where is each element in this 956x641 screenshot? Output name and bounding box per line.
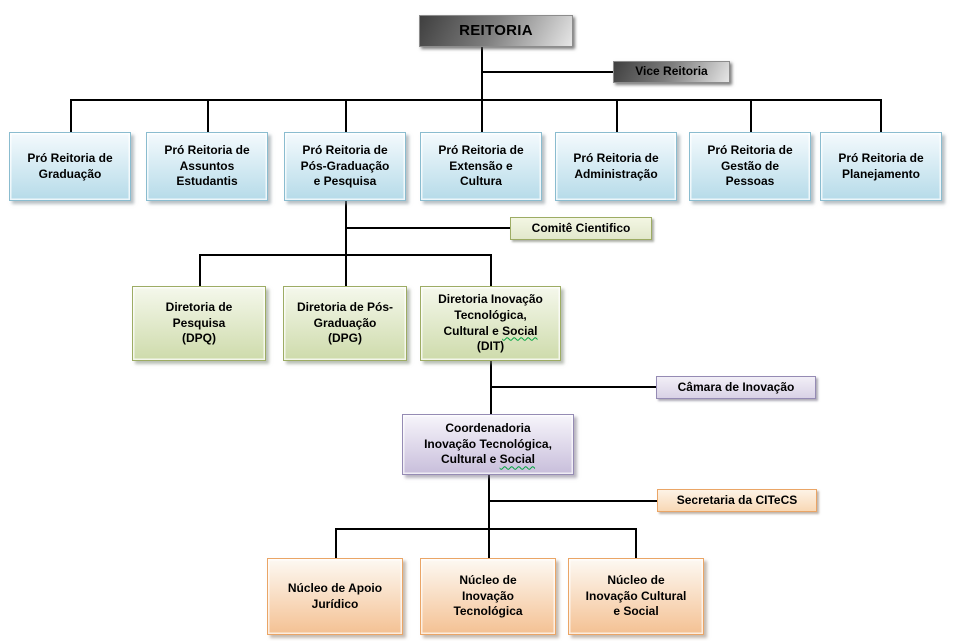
org-box-diretoria-pesquisa-dpq: Diretoria de Pesquisa (DPQ) [132,286,266,361]
connector-line [488,500,657,502]
connector-line [481,99,483,133]
org-box-label: Pró Reitoria de Planejamento [838,150,924,181]
connector-line [335,528,637,530]
org-box-label: Pró Reitoria de Graduação [27,150,113,181]
org-box-nucleo-apoio-juridico: Núcleo de Apoio Jurídico [267,558,403,635]
connector-line [490,386,656,388]
org-box-label: Diretoria de Pós- Graduação (DPG) [296,299,394,346]
connector-line [199,254,492,256]
org-box-label: Pró Reitoria de Pós-Graduação e Pesquisa [300,142,390,189]
spellcheck-squiggle-word: Social [499,452,536,467]
org-box-pro-reitoria-administracao: Pró Reitoria de Administração [555,132,677,201]
org-box-label: Núcleo de Inovação Tecnológica [453,572,523,619]
connector-line [750,99,752,133]
connector-line [207,99,209,133]
org-box-pro-reitoria-gestao-pessoas: Pró Reitoria de Gestão de Pessoas [689,132,811,201]
org-box-label: Núcleo de Apoio Jurídico [287,580,383,611]
org-box-pro-reitoria-pos-graduacao-pesquisa: Pró Reitoria de Pós-Graduação e Pesquisa [284,132,406,201]
connector-line [70,99,882,101]
org-box-label: Pró Reitoria de Extensão e Cultura [438,142,524,189]
org-box-pro-reitoria-assuntos-estudantis: Pró Reitoria de Assuntos Estudantis [146,132,268,201]
org-box-label: Pró Reitoria de Gestão de Pessoas [707,142,793,189]
org-box-camara-inovacao: Câmara de Inovação [656,376,816,399]
org-box-reitoria: REITORIA [419,15,573,47]
org-box-secretaria-citecs: Secretaria da CITeCS [657,489,817,512]
org-box-vice-reitoria: Vice Reitoria [613,61,730,83]
connector-line [345,227,510,229]
connector-line [345,99,347,133]
org-box-label: Secretaria da CITeCS [676,492,798,507]
connector-line [616,99,618,133]
spellcheck-squiggle-word: Social [502,323,538,338]
org-box-label: Pró Reitoria de Assuntos Estudantis [164,142,250,189]
org-box-diretoria-inovacao-dit: Diretoria Inovação Tecnológica, Cultural… [420,286,561,361]
org-box-nucleo-inovacao-cultural-social: Núcleo de Inovação Cultural e Social [568,558,704,635]
org-box-label: Comitê Cientifico [531,220,631,235]
connector-line [335,528,337,558]
org-box-pro-reitoria-graduacao: Pró Reitoria de Graduação [9,132,131,201]
org-box-label: Coordenadoria Inovação Tecnológica, Cult… [424,420,552,467]
org-box-pro-reitoria-planejamento: Pró Reitoria de Planejamento [820,132,942,201]
connector-line [488,475,490,558]
connector-line [635,528,637,558]
org-box-label: REITORIA [459,22,533,40]
org-box-label: Câmara de Inovação [677,379,795,394]
org-box-label: Vice Reitoria [635,64,708,79]
org-box-label: Núcleo de Inovação Cultural e Social [585,572,687,619]
connector-line [482,71,613,73]
org-box-label: Diretoria Inovação Tecnológica, Cultural… [438,291,543,354]
connector-line [481,47,483,101]
connector-line [345,201,347,286]
connector-line [199,254,201,286]
org-box-nucleo-inovacao-tecnologica: Núcleo de Inovação Tecnológica [420,558,556,635]
connector-line [490,254,492,286]
org-box-pro-reitoria-extensao-cultura: Pró Reitoria de Extensão e Cultura [420,132,542,201]
connector-line [70,99,72,133]
org-box-comite-cientifico: Comitê Cientifico [510,217,652,240]
org-box-diretoria-pos-graduacao-dpg: Diretoria de Pós- Graduação (DPG) [283,286,407,361]
org-box-label: Pró Reitoria de Administração [573,150,659,181]
org-box-label: Diretoria de Pesquisa (DPQ) [165,299,233,346]
connector-line [880,99,882,133]
org-box-coordenadoria-citecs: Coordenadoria Inovação Tecnológica, Cult… [402,414,574,475]
